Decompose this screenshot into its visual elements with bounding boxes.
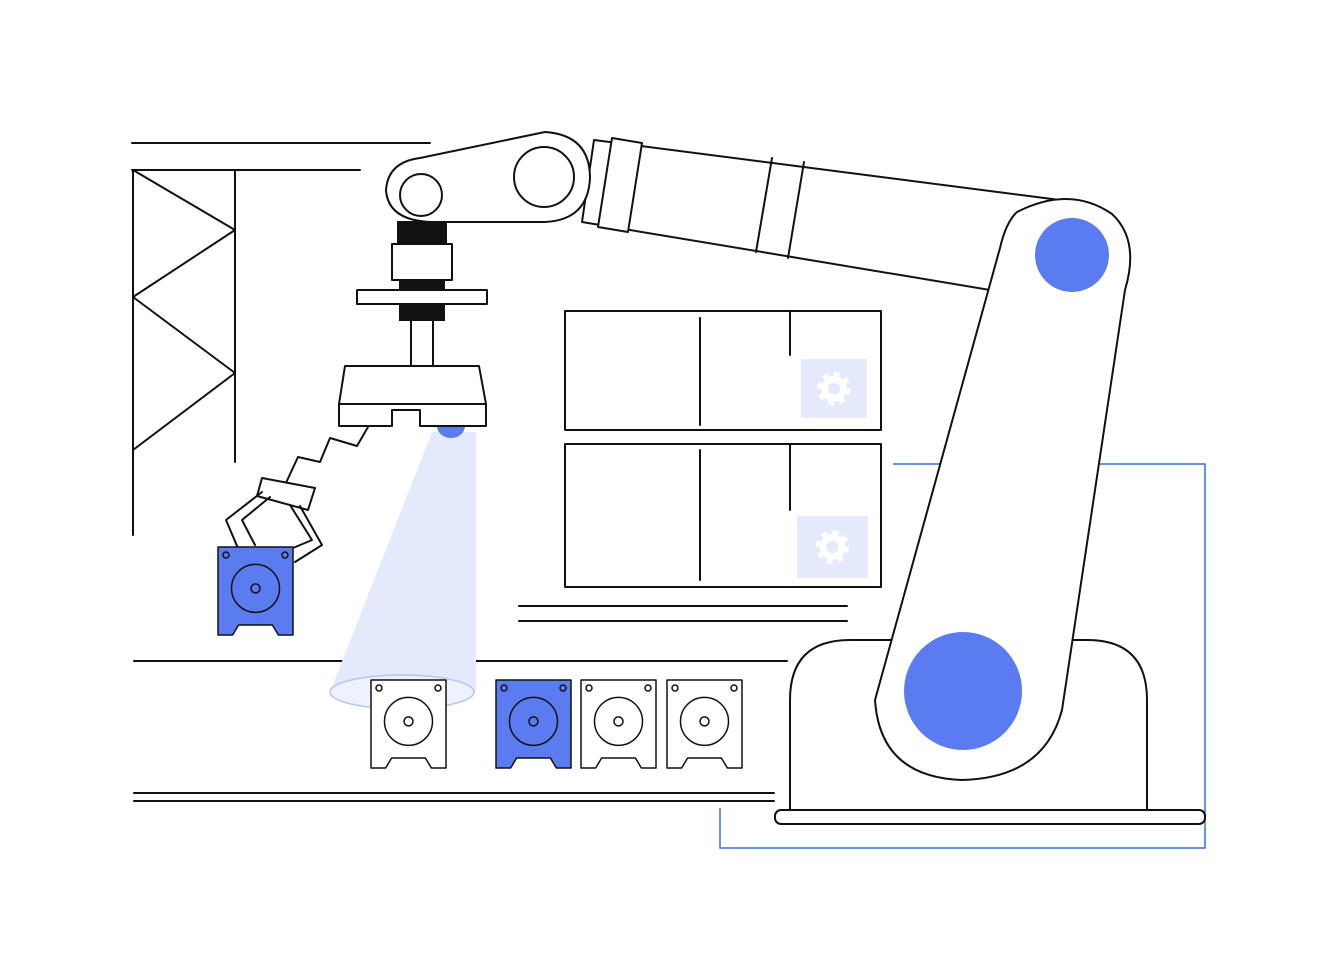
robot-joint-base [904, 632, 1022, 750]
scaffold-truss [131, 142, 431, 536]
gear-badge [801, 359, 867, 418]
gear-icon [815, 530, 850, 564]
gripper-icon [225, 426, 369, 563]
conveyor-motor-unit [495, 679, 572, 769]
robot-upper-arm [581, 139, 1061, 301]
robot-tool-head [338, 403, 487, 427]
robot-base-plate [774, 809, 1206, 825]
shelf-base-lines [518, 605, 848, 622]
conveyor-items [370, 679, 743, 769]
held-motor-body [217, 546, 294, 636]
base-frame-outline [719, 463, 1206, 849]
conveyor-motor-unit [370, 679, 447, 769]
gear-badge [797, 516, 868, 578]
scanner-light-icon [329, 426, 476, 710]
robot-head-collar [397, 221, 447, 247]
robot-arm-icon [338, 131, 1206, 825]
held-motor-unit [217, 546, 294, 636]
robot-flange [356, 289, 488, 305]
robot-wrist-cuff [597, 137, 643, 233]
gear-icon [817, 371, 851, 406]
robot-lower-arm [874, 198, 1132, 781]
conveyor-motor-unit [666, 679, 743, 769]
robot-joint-upper [1035, 218, 1109, 292]
conveyor-motor-unit [580, 679, 657, 769]
gear-badges [797, 359, 868, 578]
